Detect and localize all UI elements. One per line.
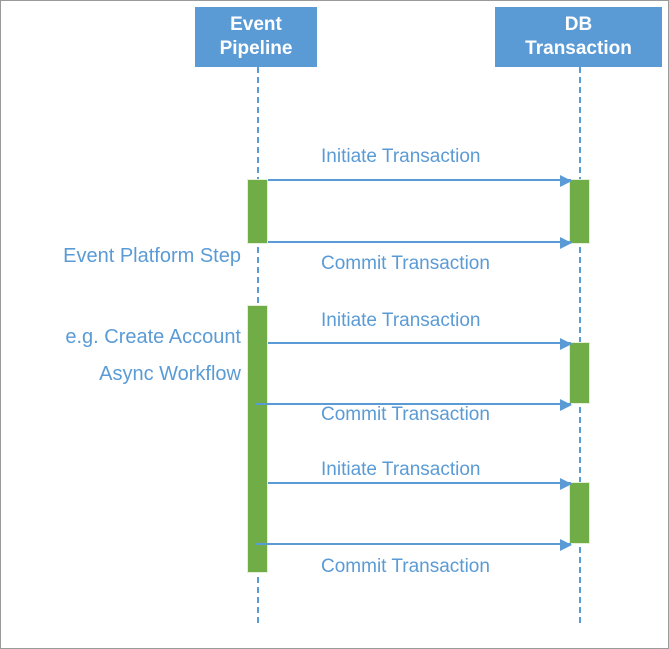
activation-event-pipeline-2	[247, 305, 268, 573]
side-label-event-platform-step: Event Platform Step e.g. Create Account	[1, 189, 241, 405]
message-arrow-5[interactable]	[268, 478, 572, 490]
message-arrow-4[interactable]	[256, 399, 572, 411]
activation-db-transaction-1	[569, 179, 590, 244]
participant-db-transaction-label-line2: Transaction	[525, 38, 632, 59]
message-label-4: Commit Transaction	[321, 404, 490, 425]
activation-db-transaction-3	[569, 482, 590, 544]
arrowhead-right-icon	[560, 237, 572, 249]
message-label-2: Commit Transaction	[321, 253, 490, 274]
message-label-1: Initiate Transaction	[321, 146, 481, 167]
side-label-event-platform-step-line1: Event Platform Step	[63, 245, 241, 267]
message-label-3: Initiate Transaction	[321, 310, 481, 331]
message-label-6: Commit Transaction	[321, 556, 490, 577]
message-arrow-1[interactable]	[268, 175, 572, 187]
message-arrow-2[interactable]	[268, 237, 572, 249]
message-arrow-3[interactable]	[268, 338, 572, 350]
activation-event-pipeline-1	[247, 179, 268, 244]
arrowhead-right-icon	[560, 338, 572, 350]
arrowhead-right-icon	[560, 539, 572, 551]
participant-db-transaction[interactable]: DB Transaction	[495, 7, 662, 67]
arrowhead-right-icon	[560, 478, 572, 490]
side-label-async-workflow: Async Workflow	[1, 307, 241, 442]
participant-db-transaction-label-line1: DB	[564, 14, 593, 35]
arrowhead-right-icon	[560, 399, 572, 411]
side-label-event-platform-step-line2: e.g. Create Account	[65, 326, 241, 348]
message-arrow-6[interactable]	[256, 539, 572, 551]
activation-db-transaction-2	[569, 342, 590, 404]
participant-event-pipeline-label-line2: Pipeline	[219, 38, 293, 59]
participant-event-pipeline-label-line1: Event	[230, 14, 282, 35]
participant-event-pipeline[interactable]: Event Pipeline	[195, 7, 317, 67]
arrowhead-right-icon	[560, 175, 572, 187]
message-label-5: Initiate Transaction	[321, 459, 481, 480]
side-label-async-workflow-line1: Async Workflow	[99, 363, 241, 385]
